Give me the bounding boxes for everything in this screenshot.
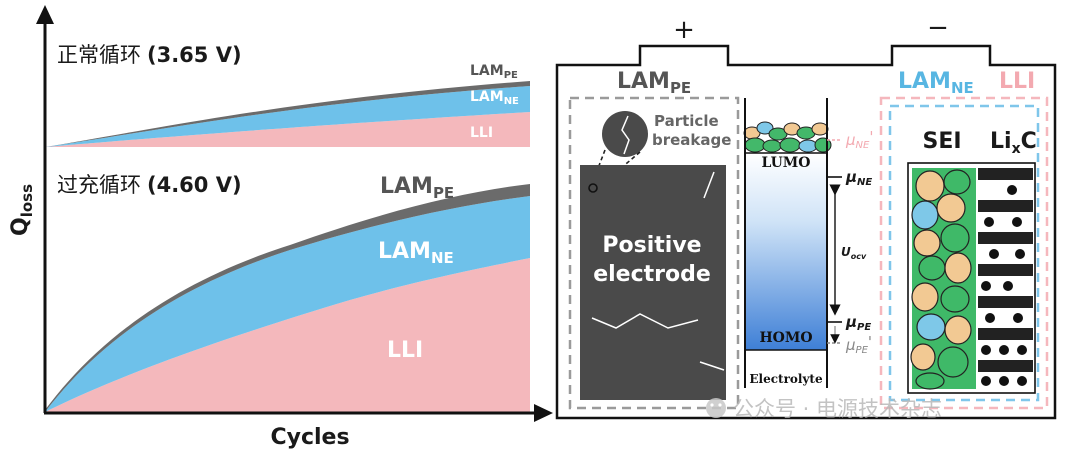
surface-particles	[743, 121, 832, 153]
positive-electrode-block	[580, 165, 726, 400]
electrode-crack-1	[703, 171, 715, 199]
over-lam-pe-label: LAMPE	[380, 174, 454, 202]
lam-ne-dashed-box	[888, 104, 1040, 402]
x-axis-arrow	[534, 404, 553, 422]
over-lam-ne-area	[45, 196, 530, 412]
lam-ne-header: LAMNE	[898, 69, 974, 97]
normal-lam-pe-label: LAMPE	[470, 63, 518, 81]
negative-terminal-sign: −	[927, 13, 949, 43]
electrode-crack-2	[591, 313, 699, 329]
wechat-icon	[706, 398, 726, 418]
mu-ne-prime-label: μNE'	[845, 128, 873, 151]
particle-origin-dot	[588, 183, 598, 193]
watermark: 公众号 · 电源技术杂志	[706, 397, 942, 421]
lli-dashed-box	[879, 96, 1049, 410]
electrolyte-window	[745, 153, 827, 350]
over-lam-ne-label: LAMNE	[378, 239, 454, 267]
particle-crack	[621, 115, 630, 155]
particle-breakage-label-1: Particle	[654, 112, 719, 130]
lli-header: LLI	[999, 69, 1035, 94]
y-axis-arrow	[36, 5, 54, 24]
electrode-crack-3	[699, 361, 725, 371]
over-lli-area	[45, 258, 530, 412]
normal-lam-ne-area	[45, 86, 530, 147]
battery-case	[555, 44, 1057, 420]
watermark-text: 公众号 · 电源技术杂志	[733, 397, 942, 421]
u-ocv-label: Uocv	[841, 245, 867, 261]
x-axis-label: Cycles	[270, 425, 349, 450]
graphite-layers	[978, 168, 1033, 386]
capacity-loss-plot: Qloss Cycles 正常循环(3.65 V) LAMPE LAMNE LL…	[8, 5, 553, 450]
particle-breakage-label-2: breakage	[652, 131, 731, 149]
positive-electrode-label-1: Positive	[602, 233, 701, 258]
positive-terminal-sign: +	[673, 15, 695, 45]
lixc-label: LixC	[990, 129, 1037, 157]
mu-ne-label: μNE	[845, 168, 872, 188]
normal-lam-pe-area	[45, 81, 530, 147]
normal-lam-ne-label: LAMNE	[470, 89, 519, 107]
sei-layer	[910, 168, 976, 390]
positive-electrode-label-2: electrode	[593, 262, 711, 287]
over-lli-label: LLI	[387, 338, 423, 363]
lumo-label: LUMO	[762, 155, 811, 171]
normal-lli-area	[45, 112, 530, 147]
mu-pe-prime-label: μPE'	[845, 333, 872, 356]
over-title: 过充循环(4.60 V)	[57, 173, 242, 197]
electrolyte-energy-diagram: LUMO HOMO Electrolyte μNE' μNE Uocv μPE …	[743, 98, 873, 388]
lam-pe-header: LAMPE	[617, 69, 691, 97]
normal-title: 正常循环(3.65 V)	[57, 43, 242, 67]
homo-label: HOMO	[759, 330, 812, 346]
lam-pe-dashed-box	[568, 96, 740, 410]
mu-pe-label: μPE	[845, 313, 871, 333]
y-axis-label: Qloss	[8, 184, 36, 236]
electrolyte-label: Electrolyte	[749, 372, 823, 386]
normal-lli-label: LLI	[470, 125, 493, 141]
sei-label: SEI	[922, 129, 961, 154]
battery-diagram: + − LAMPE Particle breakage Positive ele…	[555, 13, 1057, 420]
